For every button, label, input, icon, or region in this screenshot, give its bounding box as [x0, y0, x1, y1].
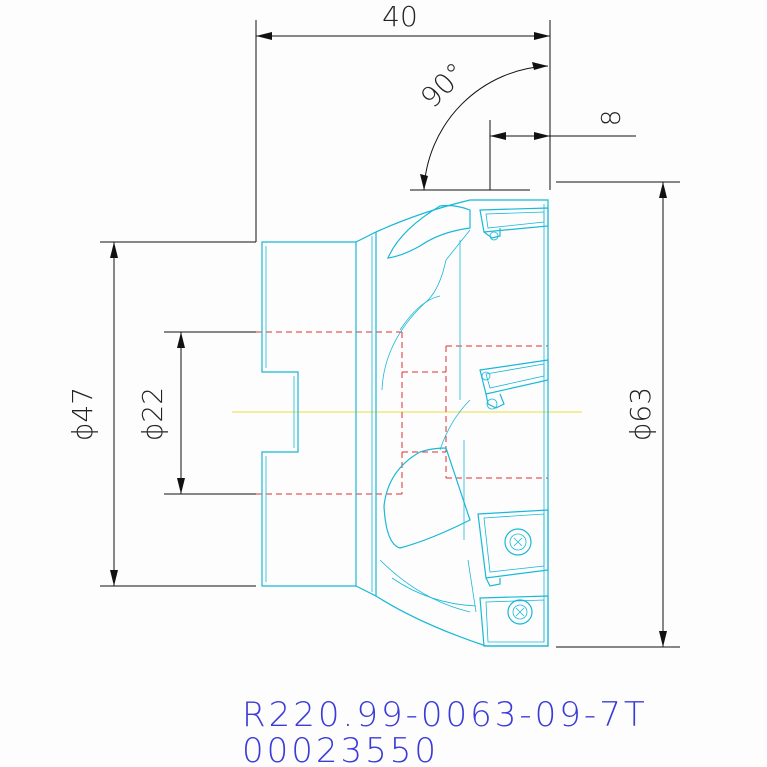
depth-label: 8 [597, 110, 627, 127]
screw-icon [504, 528, 532, 556]
screw-icon [507, 599, 533, 625]
insert-middle [479, 359, 549, 410]
insert-bottom [479, 595, 549, 647]
part-number: R220.99-0063-09-7T [242, 695, 648, 735]
bore-diameter-label: ϕ22 [136, 387, 169, 441]
cutter-body-outline [261, 199, 549, 647]
hidden-lines [256, 331, 548, 495]
insert-lower [477, 509, 549, 587]
cutter-diameter-label: ϕ63 [624, 387, 657, 441]
angle-arc [423, 65, 549, 191]
dimension-lines [100, 20, 680, 648]
insert-top [479, 207, 549, 241]
item-code: 00023550 [242, 731, 439, 767]
length-label: 40 [382, 0, 418, 33]
angle-label: 90° [414, 56, 472, 114]
shank-diameter-label: ϕ47 [66, 387, 99, 441]
